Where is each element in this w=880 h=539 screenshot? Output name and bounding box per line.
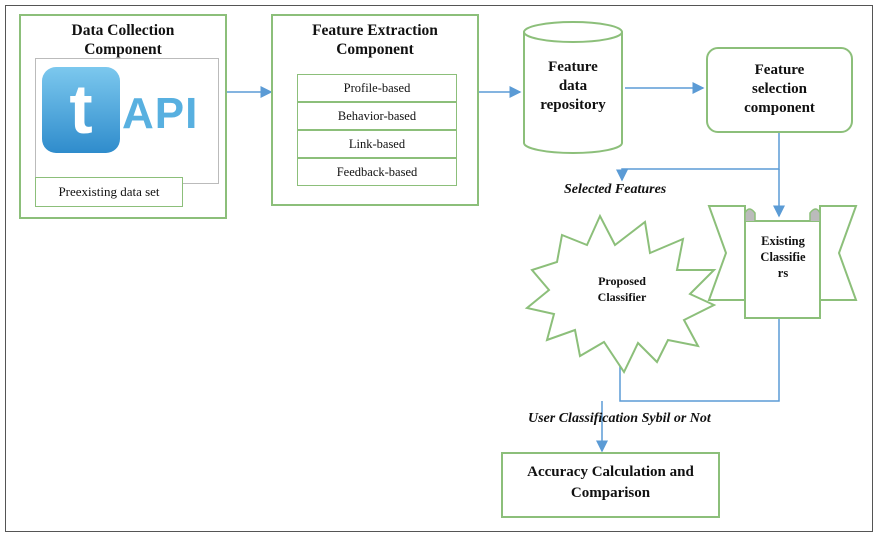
- existing-classifiers-label: Existing Classifie rs: [760, 234, 806, 280]
- existing-classifiers-scroll-shape: [707, 205, 858, 319]
- profile-based-item: Profile-based: [297, 74, 457, 102]
- feature-extraction-component: Feature Extraction Component Profile-bas…: [271, 14, 479, 206]
- twitter-bird-icon: t: [42, 67, 120, 153]
- preexisting-data-set: Preexisting data set: [35, 177, 183, 207]
- api-text: API: [122, 89, 199, 138]
- connector-classifiers-merge: [619, 318, 780, 402]
- data-collection-component: Data Collection Component t API Preexist…: [19, 14, 227, 219]
- twitter-api-image: t API: [35, 58, 219, 184]
- feature-selection-component: Feature selection component: [706, 47, 853, 133]
- accuracy-calculation-box: Accuracy Calculation and Comparison: [501, 452, 720, 518]
- feature-selection-label: Feature selection component: [744, 62, 815, 116]
- proposed-classifier-label: Proposed Classifier: [597, 274, 647, 304]
- proposed-classifier-starburst: [524, 213, 717, 375]
- feature-extraction-title: Feature Extraction Component: [312, 22, 438, 58]
- diagram-frame: [5, 5, 873, 532]
- repository-cylinder-shape: [523, 21, 623, 154]
- repository-label: Feature data repository: [540, 59, 606, 113]
- link-based-item: Link-based: [297, 130, 457, 158]
- behavior-based-item: Behavior-based: [297, 102, 457, 130]
- data-collection-title: Data Collection Component: [71, 22, 175, 58]
- user-classification-label: User Classification Sybil or Not: [528, 411, 711, 426]
- accuracy-calculation-label: Accuracy Calculation and Comparison: [527, 464, 694, 501]
- feedback-based-item: Feedback-based: [297, 158, 457, 186]
- arrow-selection-to-classifiers: [616, 133, 780, 182]
- selected-features-label: Selected Features: [564, 182, 667, 197]
